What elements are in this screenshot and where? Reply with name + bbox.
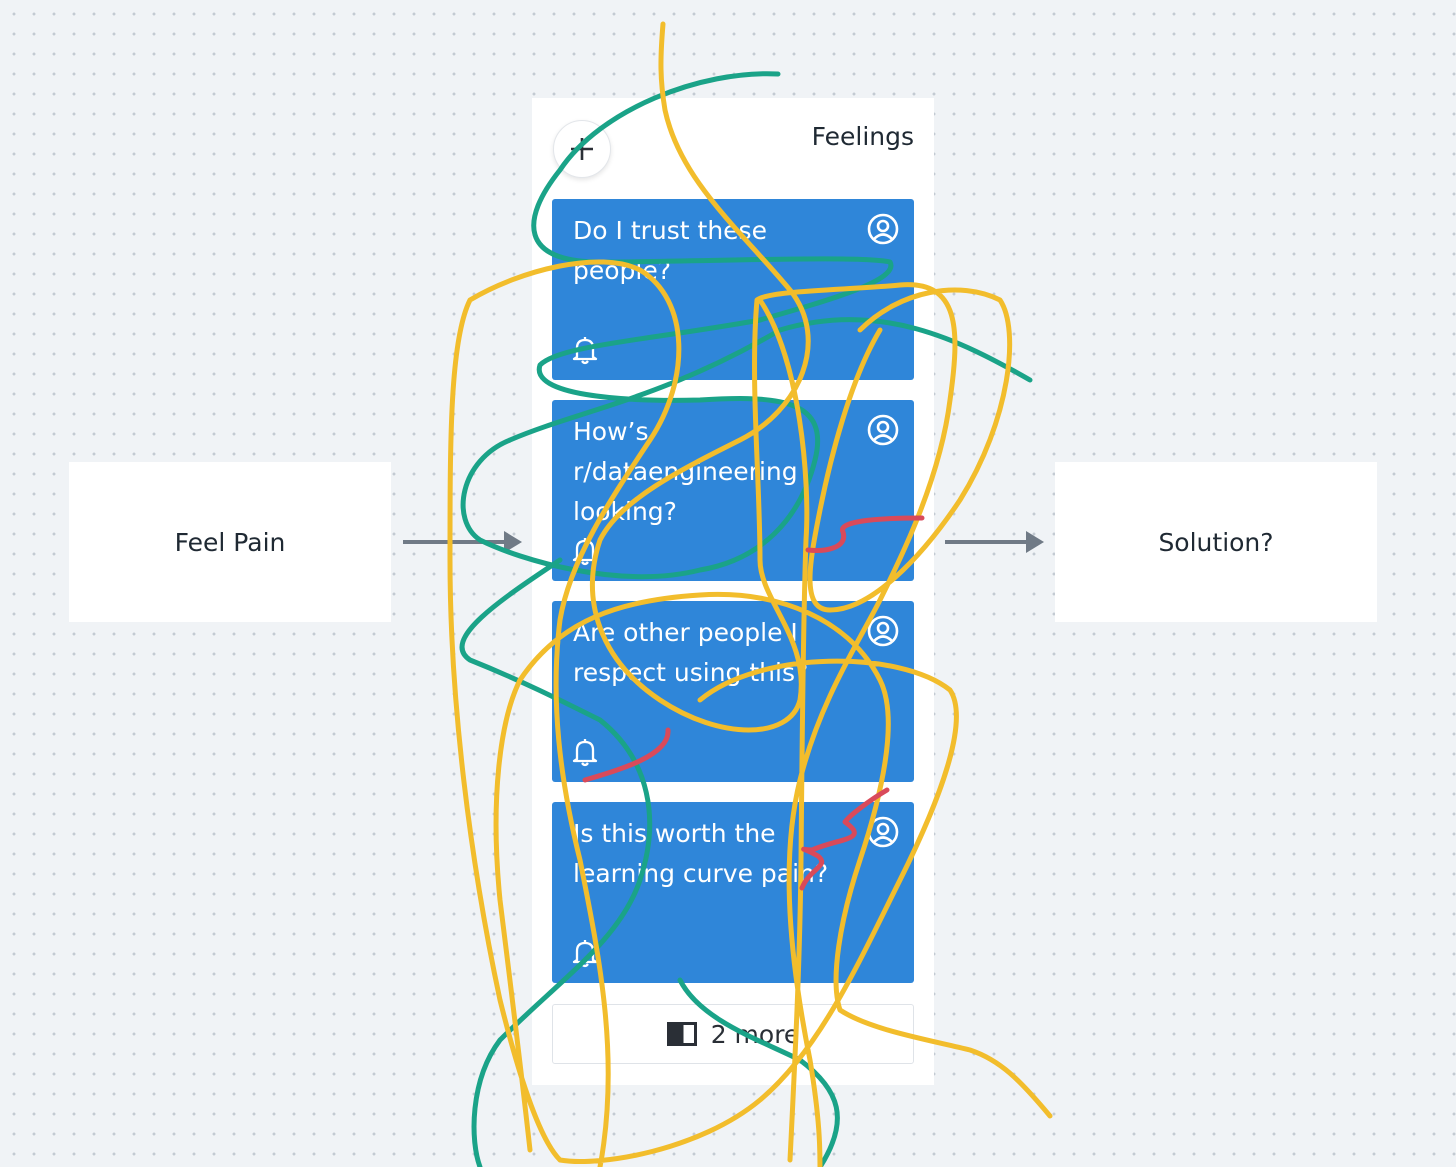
add-card-button[interactable] <box>553 120 611 178</box>
arrow-right-icon <box>945 531 1044 553</box>
user-circle-icon[interactable] <box>866 614 900 648</box>
node-solution[interactable]: Solution? <box>1055 462 1377 622</box>
user-circle-icon[interactable] <box>866 212 900 246</box>
node-feel-pain-label: Feel Pain <box>174 527 286 557</box>
user-circle-icon[interactable] <box>866 815 900 849</box>
arrow-right-icon <box>403 531 522 553</box>
bell-icon[interactable] <box>571 536 599 566</box>
card-text: Do I trust these people? <box>573 216 767 285</box>
card-text: Is this worth the learning curve pain? <box>573 819 829 888</box>
bell-icon[interactable] <box>571 335 599 365</box>
show-more-button[interactable]: 2 more <box>552 1004 914 1064</box>
plus-icon <box>571 138 593 160</box>
node-feel-pain[interactable]: Feel Pain <box>69 462 391 622</box>
card-stack-icon <box>666 1022 697 1046</box>
card[interactable]: Do I trust these people? <box>552 199 914 380</box>
node-solution-label: Solution? <box>1158 527 1274 557</box>
card[interactable]: Are other people I respect using this? <box>552 601 914 782</box>
show-more-label: 2 more <box>710 1019 800 1049</box>
column-title: Feelings <box>811 122 914 151</box>
bell-icon[interactable] <box>571 938 599 968</box>
card[interactable]: Is this worth the learning curve pain? <box>552 802 914 983</box>
card-text: Are other people I respect using this? <box>573 618 809 687</box>
bell-icon[interactable] <box>571 737 599 767</box>
user-circle-icon[interactable] <box>866 413 900 447</box>
card[interactable]: How’s r/dataengineering looking? <box>552 400 914 581</box>
card-text: How’s r/dataengineering looking? <box>573 417 798 526</box>
feelings-column: Feelings Do I trust these people? How’s … <box>532 98 934 1085</box>
